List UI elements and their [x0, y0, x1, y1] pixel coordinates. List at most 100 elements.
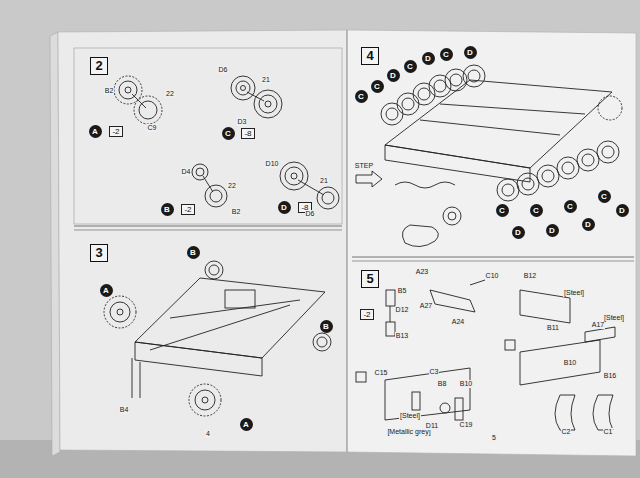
label-text: 5 — [492, 434, 496, 441]
label-text: B2 — [105, 87, 114, 94]
label-text: C2 — [562, 428, 571, 435]
callout-letter: C — [440, 48, 453, 61]
callout-letter: B — [320, 320, 333, 333]
callout-letter: D — [512, 226, 525, 239]
part-label: B11 — [546, 324, 560, 332]
callout-letter: A — [100, 284, 113, 297]
part-label: A27 — [419, 302, 433, 310]
label-text: 22 — [228, 182, 236, 189]
part-label: B12 — [523, 272, 537, 280]
part-label: B10 — [459, 380, 473, 388]
label-text: C3 — [430, 368, 439, 375]
step-number: 5 — [361, 270, 378, 288]
label-text: A27 — [420, 302, 432, 309]
node-text: C — [443, 50, 449, 59]
node-text: C — [358, 92, 364, 101]
node-text: D — [515, 228, 521, 237]
label-text: C19 — [460, 421, 473, 428]
part-label: 22 — [165, 90, 175, 98]
part-label: B8 — [437, 380, 448, 388]
node-text: C — [533, 206, 539, 215]
node-text: D — [585, 220, 591, 229]
quantity-box: -8 — [241, 128, 254, 139]
callout-letter: C — [598, 190, 611, 203]
part-label: B2 — [104, 87, 115, 95]
label-text: A17 — [592, 321, 604, 328]
node-text: D — [390, 71, 396, 80]
label-text: 21 — [320, 177, 328, 184]
part-label: A23 — [415, 268, 429, 276]
callout-letter: D — [464, 46, 477, 59]
label-text: D10 — [266, 160, 279, 167]
node-text: 3 — [95, 245, 102, 260]
label-text: B10 — [564, 359, 576, 366]
callout-letter: D — [546, 224, 559, 237]
node-text: C — [225, 129, 231, 138]
node-text: D — [425, 54, 431, 63]
label-text: 4 — [206, 430, 210, 437]
step-number: 2 — [90, 57, 107, 75]
part-label: D10 — [265, 160, 280, 168]
node-text: B — [190, 248, 196, 257]
callout-letter: D — [278, 201, 291, 214]
label-text: B12 — [524, 272, 536, 279]
label-text: B4 — [120, 406, 129, 413]
node-text: C — [601, 192, 607, 201]
part-label: B10 — [563, 359, 577, 367]
part-label: D12 — [395, 306, 410, 314]
part-label: STEP — [354, 162, 374, 170]
part-label: [Steel] — [563, 289, 585, 297]
part-label: A17 — [591, 321, 605, 329]
callout-letter: C — [564, 200, 577, 213]
part-label: [Steel] — [399, 412, 421, 420]
part-label: D4 — [181, 168, 192, 176]
node-text: D — [549, 226, 555, 235]
node-text: A — [243, 420, 249, 429]
label-text: B8 — [438, 380, 447, 387]
callout-letter: D — [422, 52, 435, 65]
callout-letter: B — [161, 203, 174, 216]
callout-letter: C — [530, 204, 543, 217]
callout-letter: A — [89, 125, 102, 138]
label-text: 21 — [262, 76, 270, 83]
label-text: B5 — [398, 287, 407, 294]
callout-letter: C — [355, 90, 368, 103]
label-text: B13 — [396, 332, 408, 339]
label-text: [Steel] — [604, 314, 624, 321]
part-label: C19 — [459, 421, 474, 429]
callout-letter: D — [582, 218, 595, 231]
part-label: C1 — [603, 428, 614, 436]
node-text: B — [164, 205, 170, 214]
label-text: [Steel] — [400, 412, 420, 419]
label-text: C1 — [604, 428, 613, 435]
node-text: 4 — [366, 48, 373, 63]
node-text: B — [323, 322, 329, 331]
node-text: C — [374, 82, 380, 91]
callout-letter: A — [240, 418, 253, 431]
node-text: C — [567, 202, 573, 211]
part-label: B5 — [397, 287, 408, 295]
step-number: 4 — [361, 47, 378, 65]
node-text: -8 — [244, 129, 251, 138]
label-text: B10 — [460, 380, 472, 387]
part-label: C3 — [429, 368, 440, 376]
node-text: C — [407, 62, 413, 71]
label-text: B2 — [232, 208, 241, 215]
label-text: D12 — [396, 306, 409, 313]
callout-letter: C — [404, 60, 417, 73]
node-text: D — [281, 203, 287, 212]
quantity-box: -2 — [181, 204, 194, 215]
label-text: A24 — [452, 318, 464, 325]
part-label: C15 — [374, 369, 389, 377]
callout-letter: C — [222, 127, 235, 140]
node-text: A — [92, 127, 98, 136]
part-label: 4 — [205, 430, 211, 438]
label-text: D11 — [426, 422, 438, 429]
label-text: C10 — [486, 272, 499, 279]
label-text: B11 — [547, 324, 559, 331]
quantity-box: -2 — [360, 309, 373, 320]
node-text: -2 — [184, 205, 191, 214]
part-label: 5 — [491, 434, 497, 442]
label-text: 22 — [166, 90, 174, 97]
part-label: B2 — [231, 208, 242, 216]
